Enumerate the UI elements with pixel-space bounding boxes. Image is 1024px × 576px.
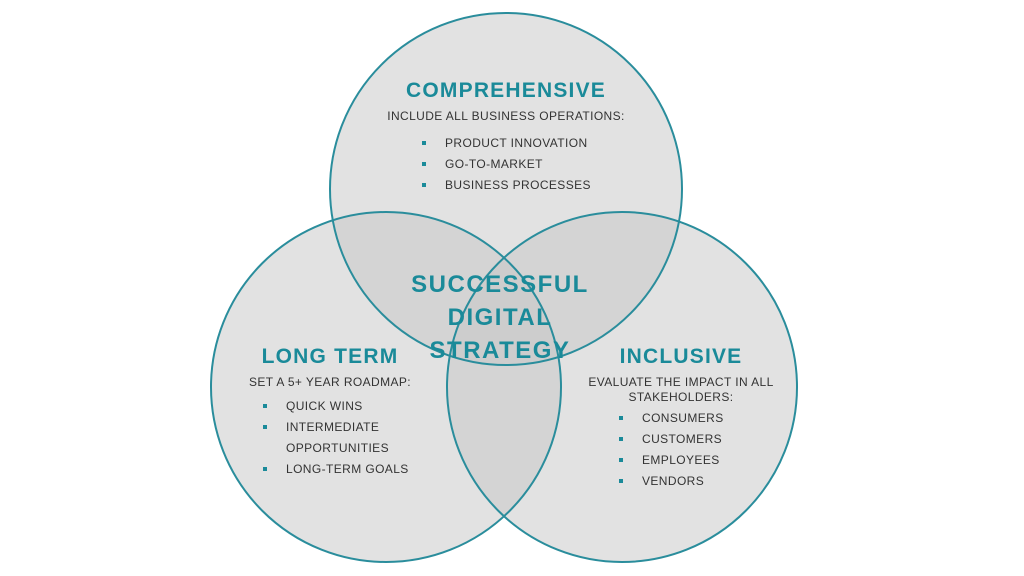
- list-item: EMPLOYEES: [616, 450, 794, 471]
- center-label: SUCCESSFUL DIGITAL STRATEGY: [400, 268, 600, 367]
- list-item: BUSINESS PROCESSES: [419, 175, 662, 196]
- square-bullet-icon: [263, 425, 267, 429]
- list-item: VENDORS: [616, 471, 794, 492]
- center-label-line: DIGITAL: [447, 304, 553, 331]
- center-label-line: STRATEGY: [429, 337, 571, 364]
- comprehensive-subtitle: INCLUDE ALL BUSINESS OPERATIONS:: [387, 109, 625, 123]
- list-item: GO-TO-MARKET: [419, 154, 662, 175]
- inclusive-title: INCLUSIVE: [619, 345, 743, 368]
- list-item: PRODUCT INNOVATION: [419, 133, 662, 154]
- list-item: CONSUMERS: [616, 408, 794, 429]
- square-bullet-icon: [422, 162, 426, 166]
- circle-long-term-outline: [210, 211, 562, 563]
- circle-inclusive-outline: [446, 211, 798, 563]
- inclusive-list: CONSUMERS CUSTOMERS EMPLOYEES VENDORS: [616, 408, 794, 492]
- long-term-title: LONG TERM: [261, 345, 399, 368]
- comprehensive-title: COMPREHENSIVE: [406, 79, 606, 102]
- square-bullet-icon: [422, 141, 426, 145]
- square-bullet-icon: [263, 467, 267, 471]
- list-item: LONG-TERM GOALS: [260, 459, 430, 480]
- center-label-line: SUCCESSFUL: [411, 271, 589, 298]
- comprehensive-list: PRODUCT INNOVATION GO-TO-MARKET BUSINESS…: [419, 133, 662, 196]
- square-bullet-icon: [263, 404, 267, 408]
- square-bullet-icon: [619, 437, 623, 441]
- long-term-block: LONG TERM SET A 5+ YEAR ROADMAP: QUICK W…: [230, 346, 430, 480]
- circle-comprehensive-outline: [329, 12, 683, 366]
- comprehensive-block: COMPREHENSIVE INCLUDE ALL BUSINESS OPERA…: [350, 80, 662, 196]
- list-item: QUICK WINS: [260, 396, 430, 417]
- square-bullet-icon: [619, 416, 623, 420]
- circle-inclusive: [447, 212, 797, 562]
- square-bullet-icon: [422, 183, 426, 187]
- square-bullet-icon: [619, 479, 623, 483]
- list-item: CUSTOMERS: [616, 429, 794, 450]
- square-bullet-icon: [619, 458, 623, 462]
- long-term-subtitle: SET A 5+ YEAR ROADMAP:: [248, 375, 412, 389]
